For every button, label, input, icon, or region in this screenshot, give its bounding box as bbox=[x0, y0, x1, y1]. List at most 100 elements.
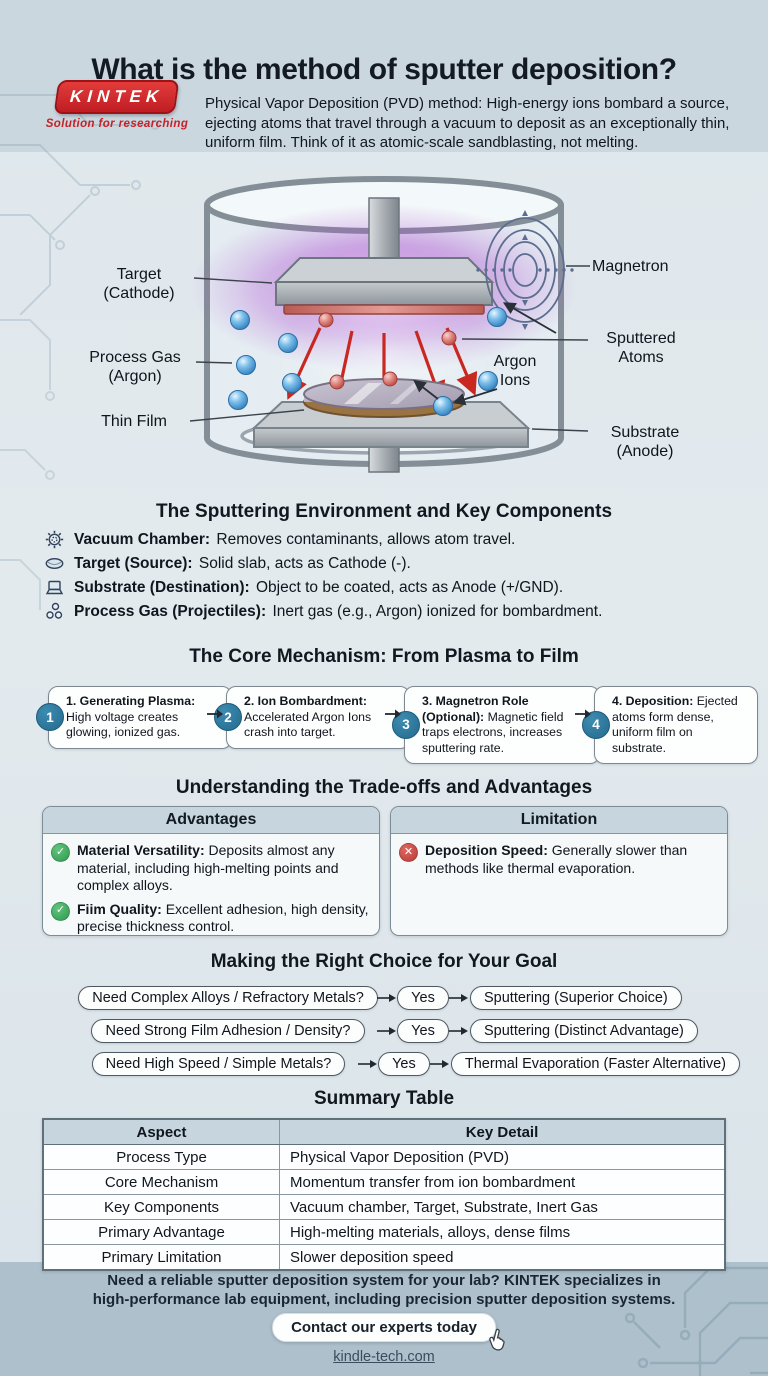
result-pill: Sputtering (Superior Choice) bbox=[470, 985, 682, 1010]
flow-arrow-1 bbox=[207, 709, 223, 719]
advantage-film-quality: ✓ Fiim Quality: Excellent adhesion, high… bbox=[51, 901, 369, 936]
sputtered-atom-spheres bbox=[318, 312, 457, 390]
choice-heading: Making the Right Choice for Your Goal bbox=[210, 951, 558, 972]
hand-cursor-icon bbox=[489, 1328, 505, 1351]
contact-button[interactable]: Contact our experts today bbox=[272, 1313, 505, 1351]
yes-pill: Yes bbox=[378, 1051, 430, 1076]
components-heading: The Sputtering Environment and Key Compo… bbox=[155, 501, 613, 522]
sputter-flux-arrows bbox=[286, 327, 478, 411]
check-icon: ✓ bbox=[51, 901, 70, 921]
column-header-key-detail: Key Detail bbox=[279, 1118, 726, 1145]
step-1-generating-plasma: 1 1. Generating Plasma: High voltage cre… bbox=[36, 686, 232, 749]
label-thin-film: Thin Film bbox=[101, 413, 167, 430]
advantages-card-title: Advantages bbox=[43, 807, 379, 834]
page-title: What is the method of sputter deposition… bbox=[91, 53, 677, 87]
kintek-logo: KINTEK Solution for researching bbox=[42, 80, 192, 130]
component-substrate-destination: Substrate (Destination): Object to be co… bbox=[44, 577, 563, 598]
label-substrate-anode: Substrate(Anode) bbox=[610, 424, 680, 460]
step-3-number: 3 bbox=[392, 711, 420, 740]
flow-arrow-2 bbox=[385, 709, 401, 719]
question-pill: Need Strong Film Adhesion / Density? bbox=[91, 1018, 365, 1043]
film-highlight-2 bbox=[390, 383, 422, 404]
target-disc-icon bbox=[45, 557, 64, 570]
question-pill: Need Complex Alloys / Refractory Metals? bbox=[78, 985, 378, 1010]
chamber-floor-ring bbox=[240, 417, 528, 455]
target-material-layer bbox=[283, 304, 485, 315]
cross-icon: ✕ bbox=[399, 843, 418, 862]
label-process-gas: Process Gas(Argon) bbox=[89, 349, 181, 385]
step-2-ion-bombardment: 2 2. Ion Bombardment: Accelerated Argon … bbox=[214, 686, 410, 749]
label-magnetron: Magnetron bbox=[592, 258, 669, 275]
kintek-logo-tagline: Solution for researching bbox=[45, 118, 189, 130]
result-pill: Thermal Evaporation (Faster Alternative) bbox=[450, 1051, 740, 1076]
plasma-glow bbox=[189, 204, 579, 372]
component-target-source: Target (Source): Solid slab, acts as Cat… bbox=[44, 553, 411, 574]
component-process-gas: Process Gas (Projectiles): Inert gas (e.… bbox=[44, 601, 602, 622]
website-link[interactable]: kindle-tech.com bbox=[333, 1349, 435, 1365]
step-1-number: 1 bbox=[36, 703, 64, 732]
column-header-aspect: Aspect bbox=[42, 1118, 280, 1145]
arrow-icon bbox=[377, 1026, 396, 1035]
advantages-card: Advantages ✓ Material Versatility: Depos… bbox=[42, 806, 380, 936]
label-leader-lines bbox=[189, 265, 590, 432]
label-target-cathode: Target(Cathode) bbox=[103, 266, 175, 302]
result-pill: Sputtering (Distinct Advantage) bbox=[470, 1018, 698, 1043]
limitation-card-title: Limitation bbox=[391, 807, 727, 834]
footer-text-line2: high-performance lab equipment, includin… bbox=[92, 1291, 676, 1308]
check-icon: ✓ bbox=[51, 843, 70, 862]
thin-film-disc bbox=[303, 378, 465, 410]
plasma-glow-core bbox=[259, 244, 509, 340]
arrow-icon bbox=[449, 993, 468, 1002]
component-vacuum-chamber: Vacuum Chamber: Removes contaminants, al… bbox=[44, 529, 515, 550]
vacuum-chamber-wall bbox=[204, 205, 564, 467]
substrate-pedestal bbox=[368, 443, 400, 473]
limitation-card: Limitation ✕ Deposition Speed: Generally… bbox=[390, 806, 728, 936]
choice-row-speed: Need High Speed / Simple Metals? Yes The… bbox=[80, 1050, 740, 1077]
step-4-deposition: 4 4. Deposition: Ejected atoms form dens… bbox=[582, 686, 758, 765]
choice-row-adhesion: Need Strong Film Adhesion / Density? Yes… bbox=[80, 1017, 740, 1044]
advantage-material-versatility: ✓ Material Versatility: Deposits almost … bbox=[51, 842, 369, 895]
step-3-magnetron-role: 3 3. Magnetron Role (Optional): Magnetic… bbox=[392, 686, 600, 765]
footer-text-line1: Need a reliable sputter deposition syste… bbox=[107, 1272, 661, 1289]
step-2-number: 2 bbox=[214, 703, 242, 732]
film-highlight-1 bbox=[344, 383, 382, 404]
yes-pill: Yes bbox=[397, 1018, 449, 1043]
tradeoffs-heading: Understanding the Trade-offs and Advanta… bbox=[175, 777, 593, 798]
argon-ion-spheres bbox=[228, 307, 507, 416]
kintek-logo-box: KINTEK bbox=[53, 80, 181, 114]
flow-arrow-3 bbox=[575, 709, 591, 719]
substrate-stage-icon bbox=[45, 580, 64, 595]
target-plate-front bbox=[275, 281, 493, 306]
vacuum-chamber-icon bbox=[45, 530, 64, 549]
intro-paragraph: Physical Vapor Deposition (PVD) method: … bbox=[205, 95, 730, 151]
contact-button-label: Contact our experts today bbox=[291, 1319, 477, 1336]
summary-header-row: Aspect Key Detail bbox=[42, 1118, 726, 1145]
beam-haze bbox=[274, 295, 494, 419]
target-plate-top bbox=[273, 257, 495, 283]
substrate-platform-top bbox=[251, 401, 531, 429]
arrow-icon bbox=[357, 1059, 377, 1068]
summary-heading: Summary Table bbox=[313, 1088, 455, 1109]
choice-row-alloys: Need Complex Alloys / Refractory Metals?… bbox=[78, 984, 740, 1011]
kintek-logo-text: KINTEK bbox=[69, 87, 165, 106]
question-pill: Need High Speed / Simple Metals? bbox=[91, 1051, 346, 1076]
thin-film-side bbox=[304, 394, 464, 402]
substrate-platform-front bbox=[253, 427, 529, 448]
magnetron-field-rings bbox=[476, 210, 574, 330]
gas-molecules-icon bbox=[46, 602, 63, 619]
yes-pill: Yes bbox=[397, 985, 449, 1010]
limitation-deposition-speed: ✕ Deposition Speed: Generally slower tha… bbox=[399, 842, 717, 877]
mechanism-heading: The Core Mechanism: From Plasma to Film bbox=[189, 646, 579, 667]
arrow-icon bbox=[429, 1059, 449, 1068]
chamber-lid bbox=[204, 176, 564, 234]
arrow-icon bbox=[377, 993, 396, 1002]
target-support-rod bbox=[368, 197, 400, 263]
